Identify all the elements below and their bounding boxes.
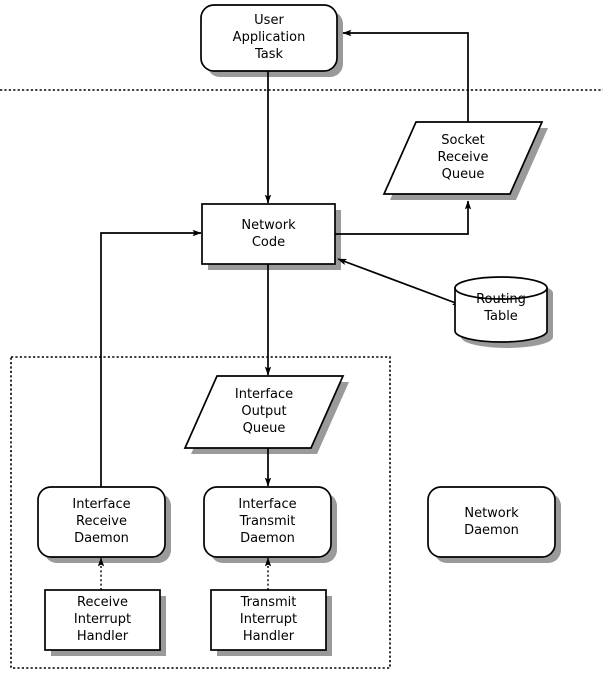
node-interface-transmit-daemon[interactable] [203, 486, 332, 558]
node-receive-interrupt-handler[interactable] [44, 589, 161, 651]
node-interface-output-queue[interactable] [183, 375, 345, 449]
edge-network-code-routing-table [337, 258, 462, 306]
diagram-node-shapes [37, 4, 556, 651]
node-transmit-interrupt-handler[interactable] [210, 589, 327, 651]
edge-socket-queue-to-user-task [342, 29, 469, 122]
node-network-daemon[interactable] [427, 486, 556, 558]
diagram-connectors [97, 29, 472, 590]
node-routing-table[interactable] [454, 276, 548, 343]
edge-network-code-to-socket-queue [335, 200, 472, 235]
node-interface-receive-daemon[interactable] [37, 486, 166, 558]
node-network-code[interactable] [201, 203, 336, 265]
node-user-application-task[interactable] [200, 4, 338, 72]
node-socket-receive-queue[interactable] [382, 121, 544, 195]
edge-receive-daemon-to-network-code [100, 229, 202, 487]
device-driver-region [10, 356, 391, 669]
